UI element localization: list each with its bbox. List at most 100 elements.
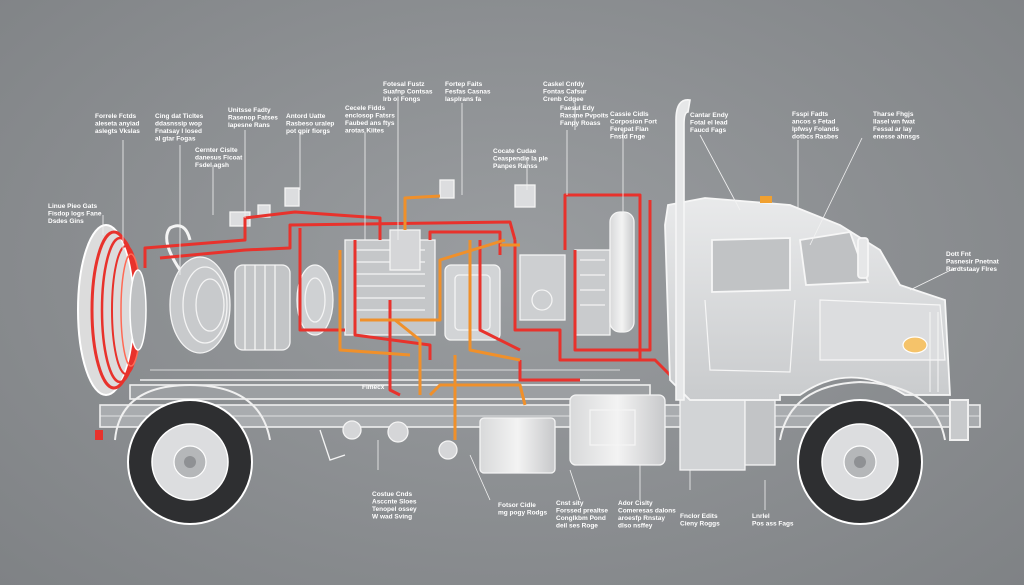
callout-line: Crenb Cdgee	[543, 96, 584, 103]
callout-line: Fortep Faits	[445, 81, 483, 88]
rear-wheel	[127, 399, 253, 525]
callout-line: Caskel Cnfdy	[543, 81, 585, 88]
callout-line: aleseta anyiad	[95, 121, 139, 128]
callout-line: Suafnp Contsas	[383, 89, 433, 96]
callout-line: arotas Kiites	[345, 128, 384, 135]
callout-line: lapesne Rans	[228, 122, 270, 129]
callout-line: W wad Sving	[372, 514, 412, 521]
callout-line: Faubed ans ftys	[345, 120, 395, 127]
callout-line: dotbcs Rasbes	[792, 134, 839, 141]
fenders	[95, 380, 969, 441]
callout-line: Comeresas dalons	[618, 508, 676, 515]
callout-line: Faucd Fags	[690, 127, 727, 134]
callout-line: Cassie Cidls	[610, 111, 649, 118]
callout-line: Tharse Fhgjs	[873, 111, 914, 118]
callout-line: Fsspi Fadts	[792, 111, 829, 118]
callout-line: Fessal ar lay	[873, 126, 912, 133]
exhaust-stack	[675, 99, 691, 401]
truck-cab	[664, 196, 951, 401]
callout-line: Fnstd Fnge	[610, 134, 645, 141]
lower-components	[319, 394, 776, 474]
callout-line: Cieny Roggs	[680, 521, 720, 528]
callout-line: Dsdes Gins	[48, 218, 84, 225]
callout-line: ddasnssip wop	[155, 121, 202, 128]
callout-line: Cocate Cudae	[493, 148, 537, 155]
callout-line: Fanpy Roass	[560, 120, 601, 127]
callout-line: Fsdel agsh	[195, 162, 229, 169]
callout-line: Rasane Pvpoits	[560, 113, 609, 120]
callout-line: Dott Fnt	[946, 251, 972, 258]
callout-line: Rasbeso uralep	[286, 121, 334, 128]
callout-line: Fnclor Edits	[680, 513, 718, 520]
callout-line: Cernter Cislte	[195, 147, 238, 154]
callout-line: pot qpir fiorgs	[286, 128, 330, 135]
callout-line: Fisdop logs Fane	[48, 211, 102, 218]
callout-line: aslegts Vkslas	[95, 128, 140, 135]
engine-block	[165, 179, 635, 354]
callout-line: Pasnesir Pnetnat	[946, 259, 1000, 266]
callout-line: Costue Cnds	[372, 491, 412, 498]
callout-line: Fotsor Cidle	[498, 502, 536, 509]
callout-line: Asccnte Sloes	[372, 499, 417, 506]
callout-line: enclosop Fatsrs	[345, 113, 395, 120]
callout-line: Ador Cislty	[618, 500, 653, 507]
flywheel-pulley	[77, 224, 147, 396]
callout-line: Panpes Ranss	[493, 163, 538, 170]
callout-line: Linue Pieo Gats	[48, 203, 98, 210]
callout-line: ancos s Fetad	[792, 119, 835, 126]
callout-line: lrb ol Fongs	[383, 96, 421, 103]
callout-line: Fnatsay l losed	[155, 128, 202, 135]
callout-line: Fotal el lead	[690, 120, 728, 127]
orange-hose-lines	[338, 194, 527, 440]
callout-line: Faesul Edy	[560, 105, 595, 112]
callout-line: deil ses Roge	[556, 523, 598, 530]
callout-line: lasplrans fa	[445, 96, 482, 103]
callout-line: Fimecx	[362, 384, 385, 391]
callout-line: Fesfas Casnas	[445, 89, 491, 96]
callout-line: Rasenop Fatses	[228, 115, 278, 122]
callout-line: Lnrlel	[752, 513, 770, 520]
callout-line: Antord Uatte	[286, 113, 326, 120]
callout-line: Cing dat Ticltes	[155, 113, 204, 120]
callout-line: dlso nsffey	[618, 523, 653, 530]
callout-line: Cnst sity	[556, 500, 584, 507]
callout-line: Corposion Fort	[610, 119, 658, 126]
callout-line: Ipfwsy Folands	[792, 126, 839, 133]
callout-line: Conglkbm Pond	[556, 515, 606, 522]
callout-line: aroesfp Rnstay	[618, 515, 665, 522]
front-wheel	[797, 399, 923, 525]
callout-line: Cantar Endy	[690, 112, 729, 119]
callout-line: Fontas Cafsur	[543, 89, 587, 96]
callout-line: Forrele Fctds	[95, 113, 137, 120]
callout-line: al gtar Fogas	[155, 136, 196, 143]
callout-line: Forssed prealtse	[556, 508, 608, 515]
callout-line: Fotesal Fustz	[383, 81, 425, 88]
callout-line: llasel wn fwat	[873, 119, 916, 126]
callout-line: Pos ass Fags	[752, 521, 794, 528]
callout-line: Ceaspendie la ple	[493, 156, 548, 163]
callout-c18: Fimecx	[362, 384, 385, 391]
callout-line: Unitsse Fadty	[228, 107, 271, 114]
